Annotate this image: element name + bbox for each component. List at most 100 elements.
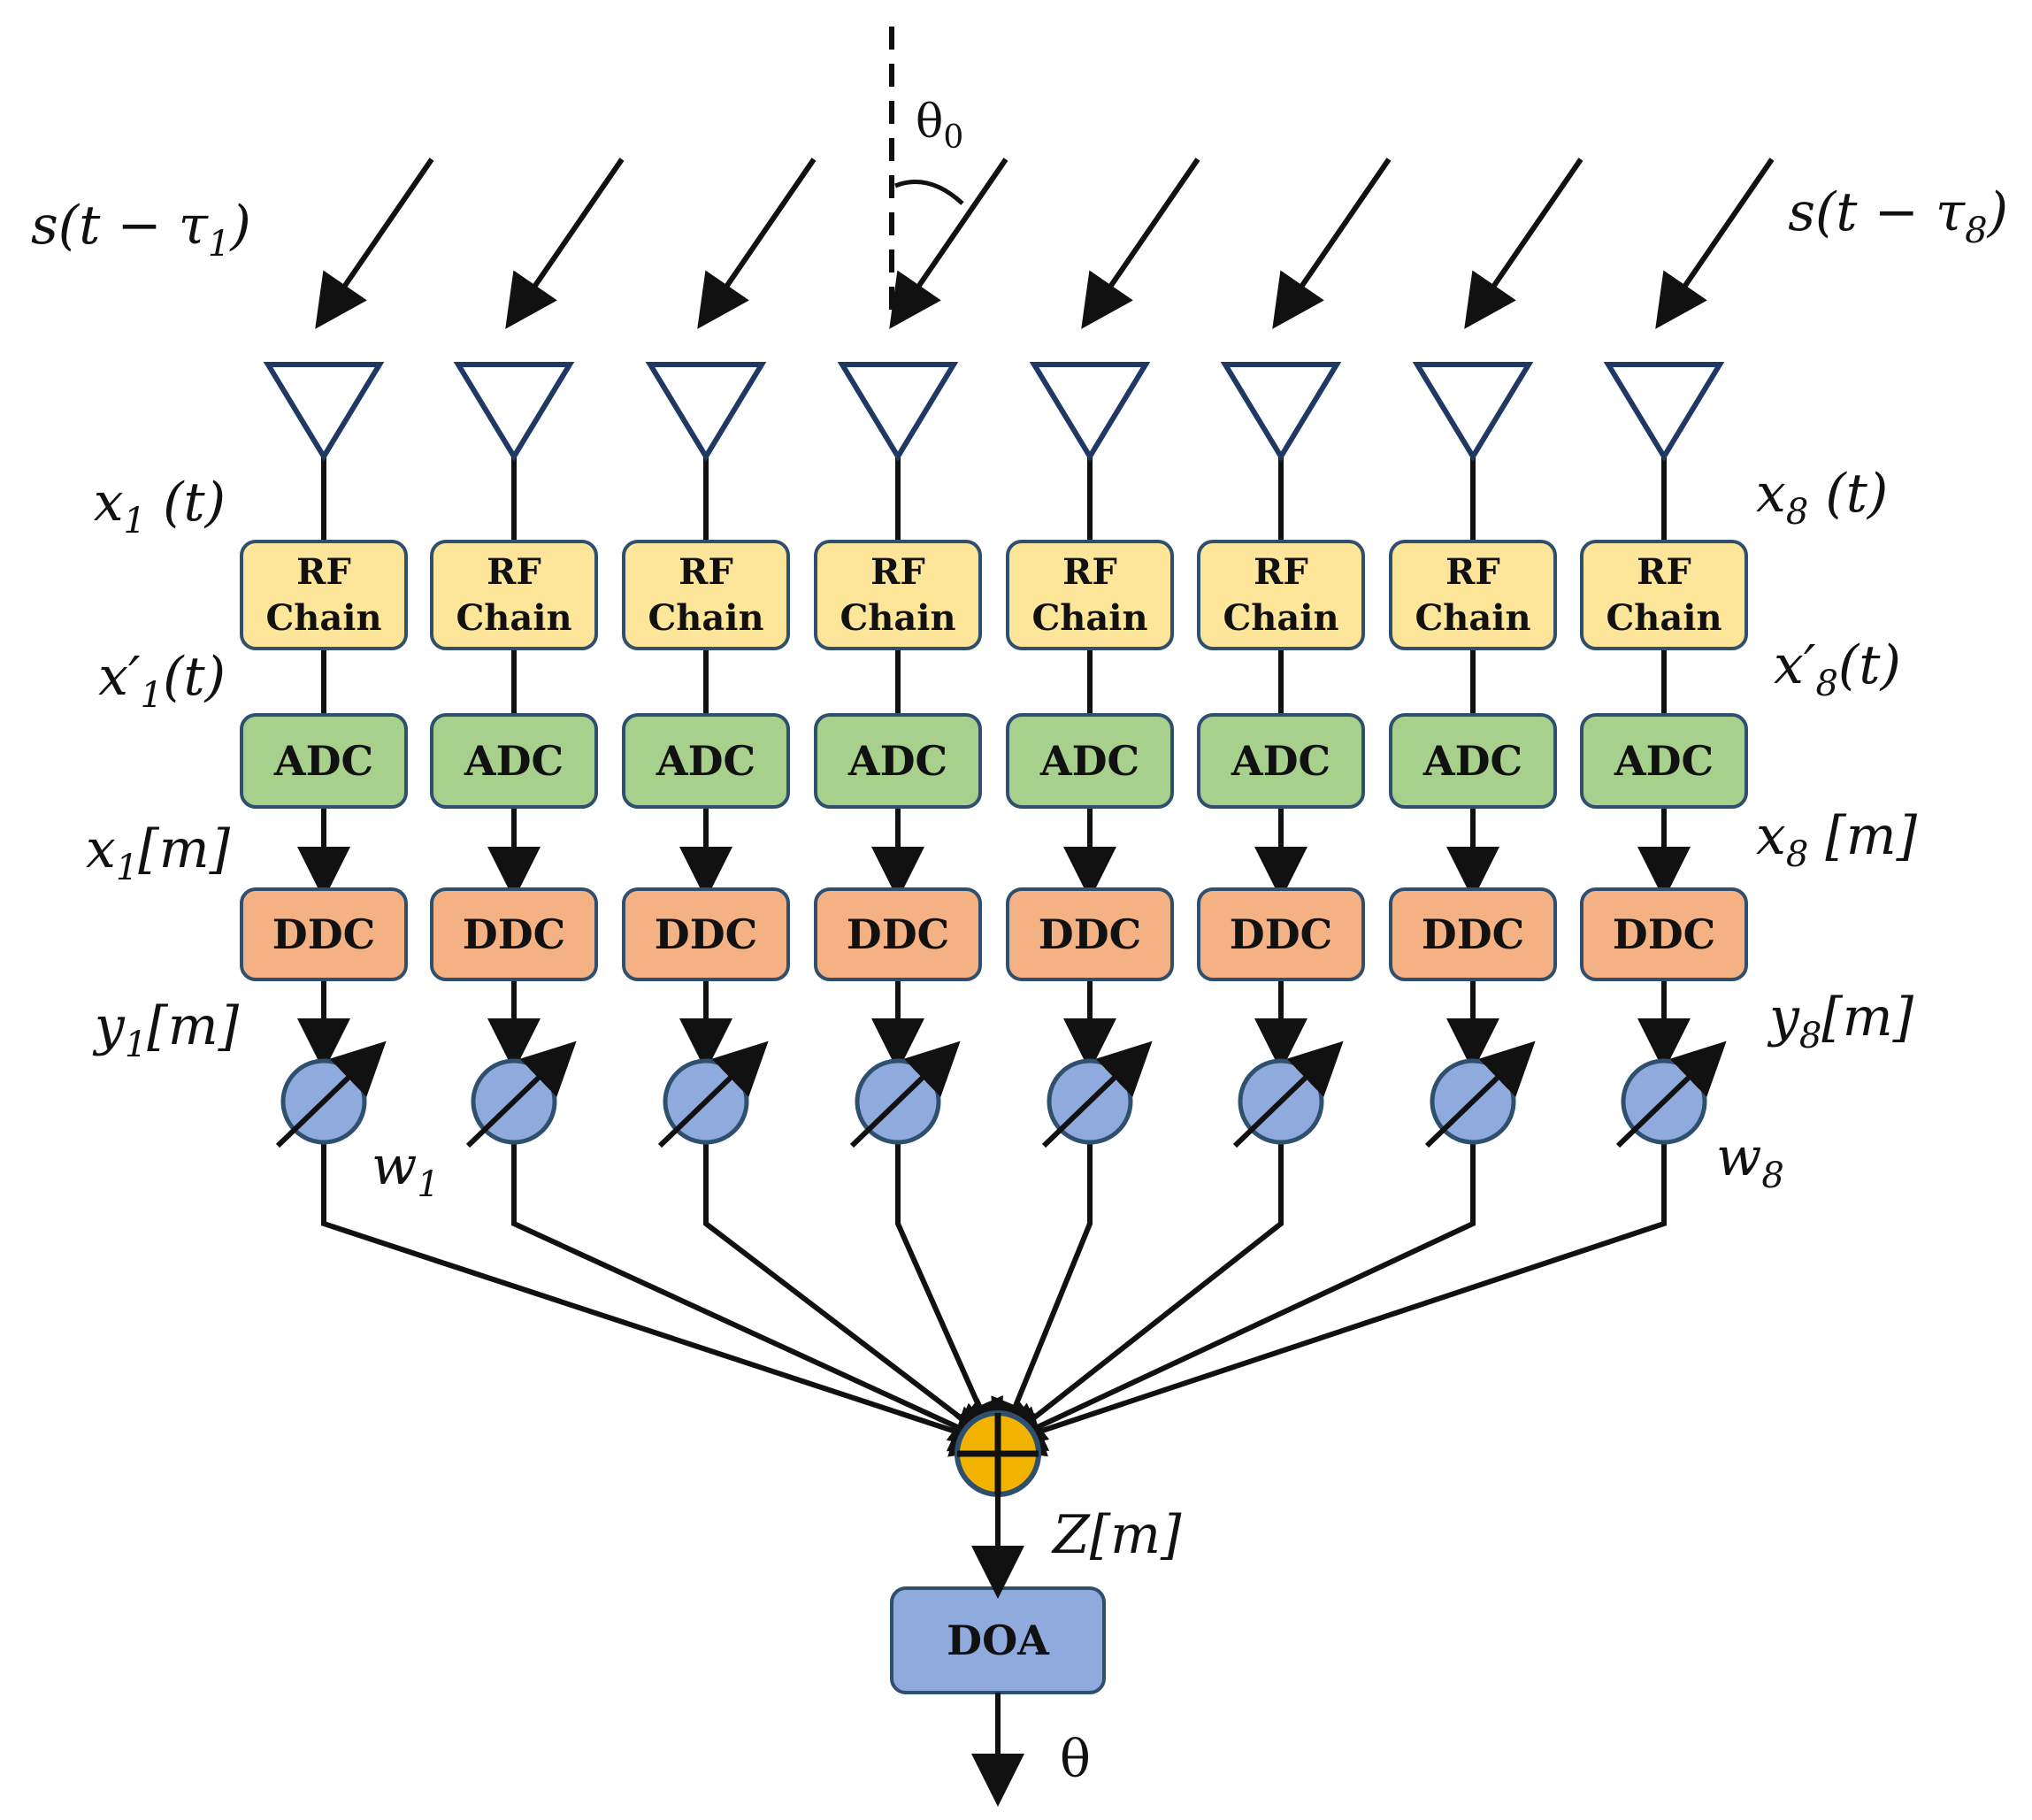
ddc-label: DDC [1422,910,1524,958]
rf-chain-label: Chain [1031,597,1147,639]
incident-arrow-6 [1272,157,1392,329]
adc-label: ADC [1039,737,1139,785]
adc-label: ADC [1231,737,1330,785]
x-label-first: x1 (t) [94,472,226,541]
rf-chain-label: RF [870,551,925,593]
adc-label: ADC [847,737,947,785]
incident-arrow-7 [1464,157,1583,329]
rf-chain-block [1006,540,1174,650]
rf-chain-label: Chain [648,597,763,639]
rf-chain-label: Chain [840,597,955,639]
ddc-block [1389,887,1557,981]
adc-block [240,713,408,809]
combiner-wire [321,1142,1007,1457]
rf-chain-label: RF [296,551,351,593]
rf-chain-block [430,540,598,650]
antenna-triangle-icon [263,362,385,462]
adc-label: ADC [656,737,755,785]
rf-chain-label: Chain [456,597,571,639]
adc-label: ADC [273,737,373,785]
doa-output-label: θ [1060,1729,1091,1789]
signal-label-last: s(t − τ8) [1788,181,2008,251]
adc-block [814,713,982,809]
ddc-label: DDC [272,910,375,958]
phase-shifter-arrow [1041,1041,1153,1148]
rf-chain-label: Chain [1415,597,1530,639]
incident-arrow-1 [315,157,434,329]
channel-blocks: RFChainADCDDCRFChainADCDDCRFChainADCDDCR… [240,362,1748,1148]
rf-chain-label: Chain [1223,597,1338,639]
angle-label: θ0 [916,96,963,156]
weight-label-last: w8 [1716,1126,1784,1196]
xm-label-last: x8 [m] [1756,805,1918,875]
rf-chain-label: RF [1445,551,1500,593]
combiner-wire [990,1142,1476,1451]
adc-block [430,713,598,809]
incident-arrow-4 [889,157,1008,329]
rf-chain-block [1197,540,1365,650]
y-label-first: y1[m] [92,995,240,1065]
combiner-wire [989,1142,1667,1457]
incident-arrow-5 [1081,157,1200,329]
ddc-block [1006,887,1174,981]
rf-chain-label: RF [487,551,541,593]
ddc-block [1197,887,1365,981]
angle-arc [894,180,964,205]
rf-chain-block [1580,540,1748,650]
antenna-triangle-icon [1603,362,1725,462]
adc-block [1389,713,1557,809]
rf-chain-label: RF [1254,551,1308,593]
rf-chain-label: Chain [265,597,381,639]
adc-block [1580,713,1748,809]
rf-chain-label: RF [1637,551,1691,593]
phase-shifter-arrow [1424,1041,1536,1148]
xprime-label-first: x′1(t) [98,646,226,716]
combiner-wire [895,1142,1003,1455]
antenna-triangle-icon [837,362,959,462]
doa-block: DOA [890,1586,1106,1694]
combiner-wire [991,1142,1093,1455]
antenna-triangle-icon [645,362,767,462]
xprime-label-last: x′8(t) [1774,634,1901,704]
phase-shifter-arrow [1232,1041,1344,1148]
phase-shifter-arrow [465,1041,577,1148]
incident-arrow-2 [505,157,625,329]
antenna-triangle-icon [453,362,575,462]
signal-label-first: s(t − τ1) [31,195,251,265]
ddc-block [1580,887,1748,981]
phase-shifter-arrow [657,1041,769,1148]
combiner-wire [991,1142,1284,1452]
combiner-wire [511,1142,1006,1452]
incident-arrow-3 [697,157,817,329]
xm-label-first: x1[m] [86,818,231,888]
combiner-wire [703,1142,1005,1452]
adc-block [1197,713,1365,809]
ddc-label: DDC [1230,910,1332,958]
y-label-last: y8[m] [1767,987,1914,1056]
rf-chain-block [1389,540,1557,650]
incident-wave-arrows [315,157,1775,329]
ddc-label: DDC [1613,910,1715,958]
adc-block [622,713,790,809]
phase-shifter-arrow [849,1041,961,1148]
weight-label-first: w1 [372,1135,440,1205]
ddc-block [814,887,982,981]
summer-plus-icon [955,1410,1041,1497]
incident-arrow-8 [1655,157,1775,329]
adc-label: ADC [1422,737,1522,785]
phase-shifter-arrow [275,1041,387,1148]
ddc-block [240,887,408,981]
ddc-label: DDC [847,910,949,958]
sum-output-label: Z[m] [1051,1504,1182,1566]
ddc-label: DDC [1039,910,1141,958]
ddc-label: DDC [463,910,565,958]
rf-chain-block [814,540,982,650]
antenna-triangle-icon [1220,362,1342,462]
rf-chain-label: Chain [1606,597,1721,639]
x-label-last: x8 (t) [1756,463,1888,533]
ddc-label: DDC [655,910,757,958]
doa-label: DOA [947,1616,1050,1664]
ddc-block [430,887,598,981]
rf-chain-label: RF [679,551,733,593]
